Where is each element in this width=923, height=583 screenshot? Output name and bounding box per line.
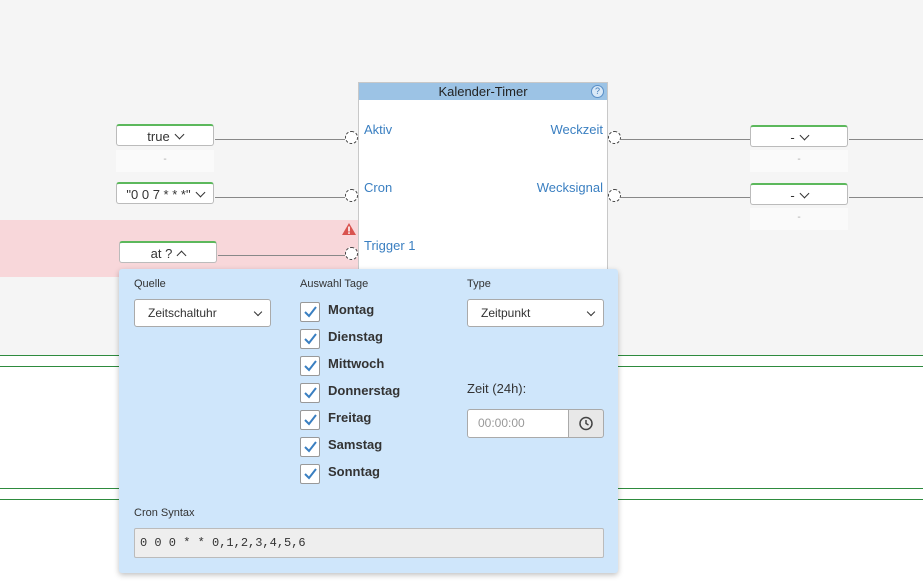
chevron-down-icon [253, 307, 263, 317]
day-label: Sonntag [328, 464, 380, 479]
wire-wecksignal-out [849, 197, 923, 198]
check-icon [304, 441, 317, 453]
check-icon [304, 414, 317, 426]
check-icon [304, 468, 317, 480]
zeit-label: Zeit (24h): [467, 381, 527, 396]
output-port-wecksignal[interactable] [608, 189, 621, 202]
wire-weckzeit-out [849, 139, 923, 140]
cron-value: "0 0 7 * * *" [126, 187, 191, 202]
node-title: Kalender-Timer [438, 84, 528, 99]
trigger-value-select[interactable]: at ? [119, 241, 217, 263]
day-label: Samstag [328, 437, 383, 452]
type-label: Type [467, 278, 491, 290]
kalender-timer-node[interactable]: Kalender-Timer ? Aktiv Cron Trigger 1 We… [358, 82, 608, 284]
checkbox[interactable] [300, 410, 320, 430]
day-label: Dienstag [328, 329, 383, 344]
output-label-weckzeit: Weckzeit [550, 122, 604, 137]
chevron-down-icon [799, 130, 810, 141]
checkbox[interactable] [300, 329, 320, 349]
node-header[interactable]: Kalender-Timer ? [359, 83, 607, 100]
day-label: Montag [328, 302, 375, 317]
trigger-config-popup: Quelle Zeitschaltuhr Auswahl Tage Montag… [119, 269, 618, 573]
checkbox[interactable] [300, 437, 320, 457]
question-circle-icon[interactable]: ? [591, 85, 604, 98]
clock-icon [579, 416, 593, 431]
chevron-down-icon [586, 307, 596, 317]
output-label-wecksignal: Wecksignal [536, 180, 603, 195]
aktiv-value: true [147, 129, 170, 144]
input-port-aktiv[interactable] [345, 131, 358, 144]
zeit-input[interactable]: 00:00:00 [467, 409, 569, 438]
cron-value-select[interactable]: "0 0 7 * * *" [116, 182, 214, 204]
checkbox[interactable] [300, 383, 320, 403]
quelle-label: Quelle [134, 278, 166, 290]
chevron-down-icon [174, 129, 185, 140]
wecksignal-sub-value: - [750, 208, 848, 230]
chevron-down-icon [195, 187, 206, 198]
aktiv-value-select[interactable]: true [116, 124, 214, 146]
type-select[interactable]: Zeitpunkt [467, 299, 604, 327]
wecksignal-value: - [790, 188, 795, 203]
check-icon [304, 387, 317, 399]
weckzeit-value: - [790, 130, 795, 145]
aktiv-sub-value: - [116, 150, 214, 172]
checkbox[interactable] [300, 464, 320, 484]
wire-aktiv [215, 139, 345, 140]
day-label: Mittwoch [328, 356, 385, 371]
chevron-up-icon [176, 250, 187, 261]
check-icon [304, 333, 317, 345]
cron-syntax-field: 0 0 0 * * 0,1,2,3,4,5,6 [134, 528, 604, 558]
weckzeit-value-select[interactable]: - [750, 125, 848, 147]
input-port-trigger[interactable] [345, 247, 358, 260]
wire-wecksignal [621, 197, 750, 198]
wire-cron [215, 197, 345, 198]
check-icon [304, 306, 317, 318]
cron-syntax-label: Cron Syntax [134, 507, 195, 519]
output-port-weckzeit[interactable] [608, 131, 621, 144]
quelle-select[interactable]: Zeitschaltuhr [134, 299, 271, 327]
input-port-cron[interactable] [345, 189, 358, 202]
input-label-trigger: Trigger 1 [364, 238, 416, 253]
warning-icon [342, 223, 356, 235]
day-label: Donnerstag [328, 383, 401, 398]
checkbox[interactable] [300, 356, 320, 376]
wire-weckzeit [621, 139, 750, 140]
quelle-select-value: Zeitschaltuhr [148, 306, 217, 320]
trigger-value: at ? [150, 246, 173, 261]
clock-button[interactable] [568, 409, 604, 438]
wecksignal-value-select[interactable]: - [750, 183, 848, 205]
checkbox[interactable] [300, 302, 320, 322]
auswahl-tage-label: Auswahl Tage [300, 278, 369, 290]
chevron-down-icon [799, 188, 810, 199]
input-label-cron: Cron [364, 180, 393, 195]
type-select-value: Zeitpunkt [481, 306, 531, 320]
check-icon [304, 360, 317, 372]
input-label-aktiv: Aktiv [364, 122, 393, 137]
weckzeit-sub-value: - [750, 150, 848, 172]
wire-trigger [218, 255, 345, 256]
day-label: Freitag [328, 410, 372, 425]
